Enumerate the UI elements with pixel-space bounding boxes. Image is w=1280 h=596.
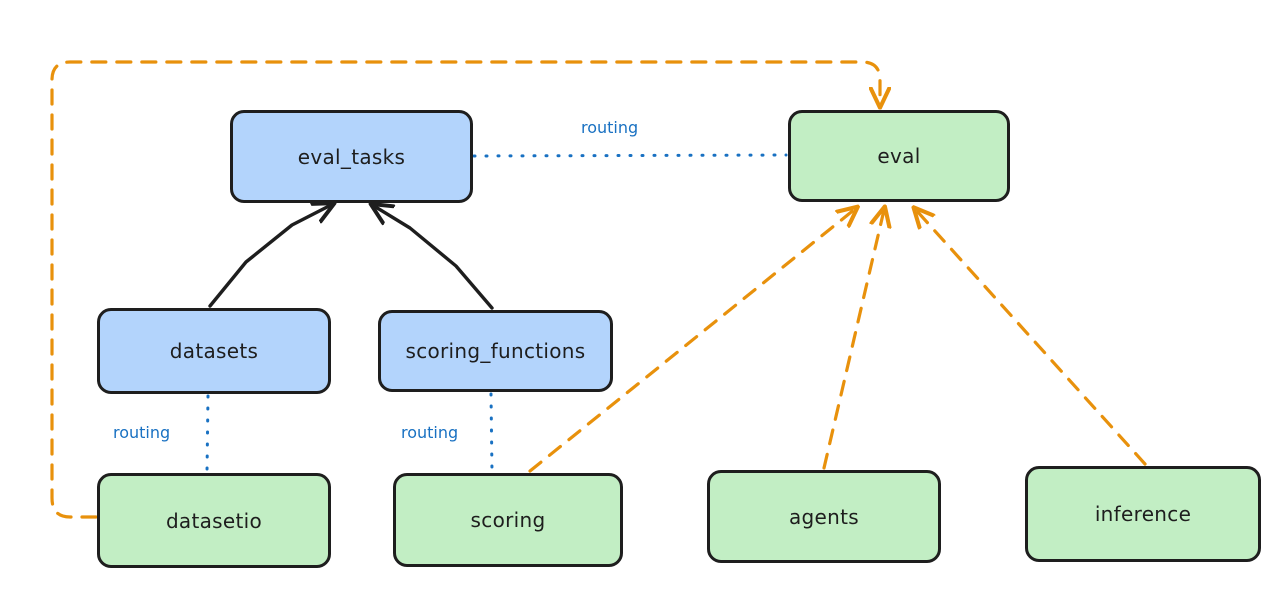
node-datasets[interactable]: datasets — [97, 308, 331, 394]
edge-label-routing-datasets-to-datasetio: routing — [110, 423, 174, 442]
node-eval[interactable]: eval — [788, 110, 1010, 202]
edge-inference-to-eval — [916, 210, 1147, 466]
node-eval-tasks-label: eval_tasks — [297, 144, 406, 169]
node-eval-label: eval — [877, 144, 921, 168]
edge-datasetio-to-eval — [50, 60, 880, 519]
node-inference[interactable]: inference — [1025, 466, 1261, 562]
node-datasets-label: datasets — [169, 339, 259, 363]
edge-scoring-functions-to-scoring — [489, 392, 494, 473]
node-scoring-label: scoring — [470, 508, 546, 532]
edge-agents-to-eval — [822, 210, 884, 470]
node-scoring[interactable]: scoring — [393, 473, 623, 567]
node-inference-label: inference — [1094, 502, 1192, 526]
edge-eval-tasks-to-eval — [472, 153, 788, 158]
node-datasetio-label: datasetio — [165, 508, 263, 533]
edge-label-routing-scoring-functions-to-scoring: routing — [398, 423, 462, 442]
node-agents-label: agents — [789, 504, 859, 529]
edge-datasets-to-eval-tasks — [208, 205, 331, 308]
node-scoring-functions[interactable]: scoring_functions — [378, 310, 613, 392]
edge-scoring-functions-to-eval-tasks — [374, 206, 494, 310]
edge-label-routing-eval-tasks-to-eval: routing — [578, 118, 642, 137]
edge-scoring-to-eval — [528, 209, 855, 473]
edge-datasets-to-datasetio — [205, 394, 210, 474]
node-eval-tasks[interactable]: eval_tasks — [230, 110, 473, 203]
node-scoring-functions-label: scoring_functions — [405, 339, 586, 363]
node-agents[interactable]: agents — [707, 470, 941, 563]
node-datasetio[interactable]: datasetio — [97, 473, 331, 568]
